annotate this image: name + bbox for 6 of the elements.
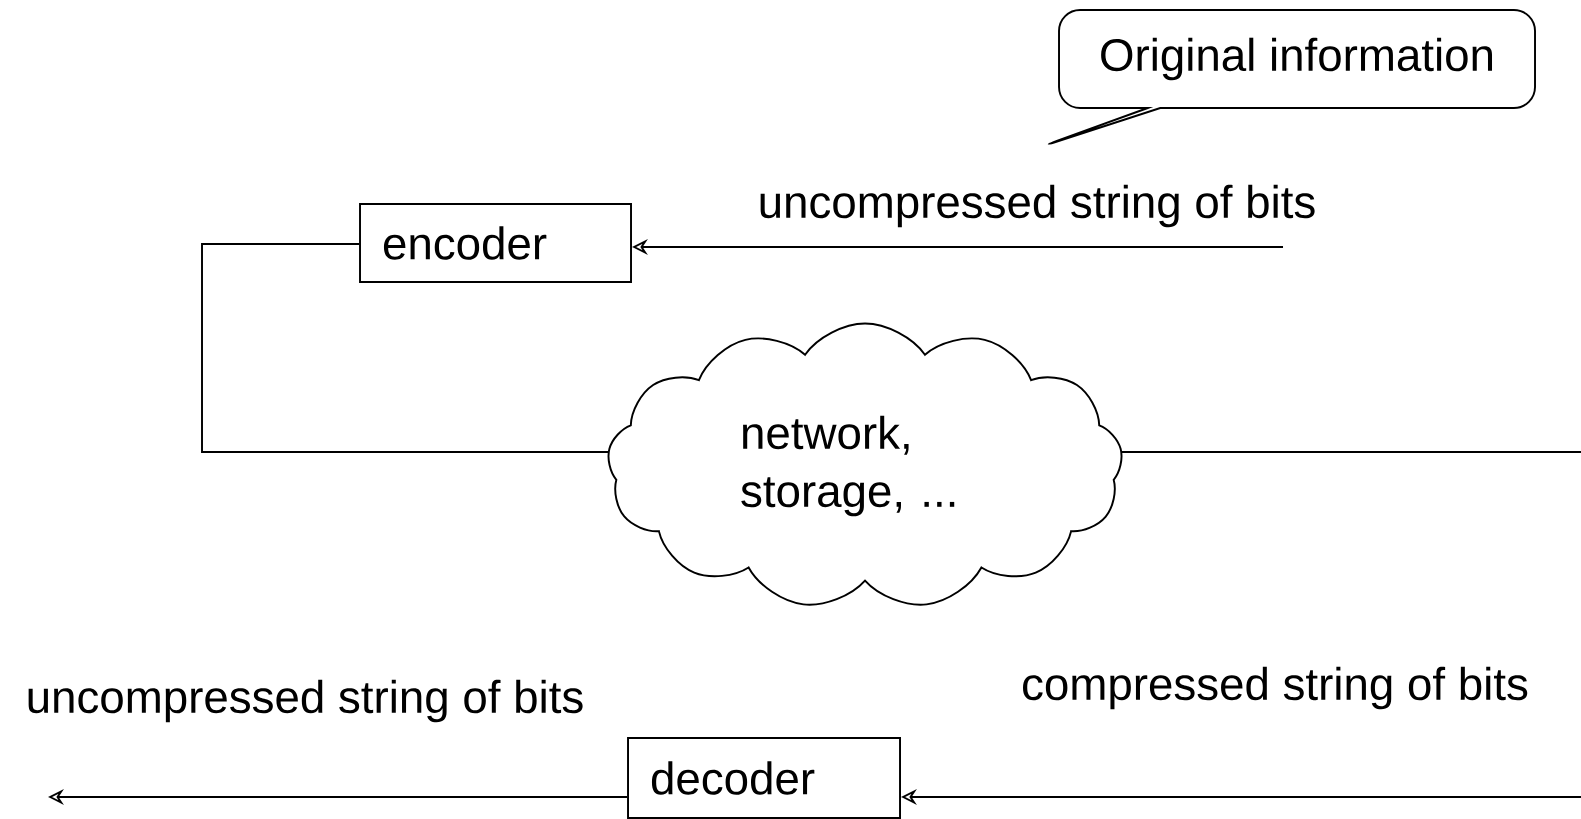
decoder-box: decoder (627, 737, 901, 819)
edge-label: compressed string of bits (1019, 664, 1531, 712)
edge-label: uncompressed string of bits (23, 677, 587, 725)
encoder-box: encoder (359, 203, 632, 283)
edge-label: uncompressed string of bits (755, 182, 1319, 230)
speech-bubble: Original information (1047, 9, 1536, 145)
